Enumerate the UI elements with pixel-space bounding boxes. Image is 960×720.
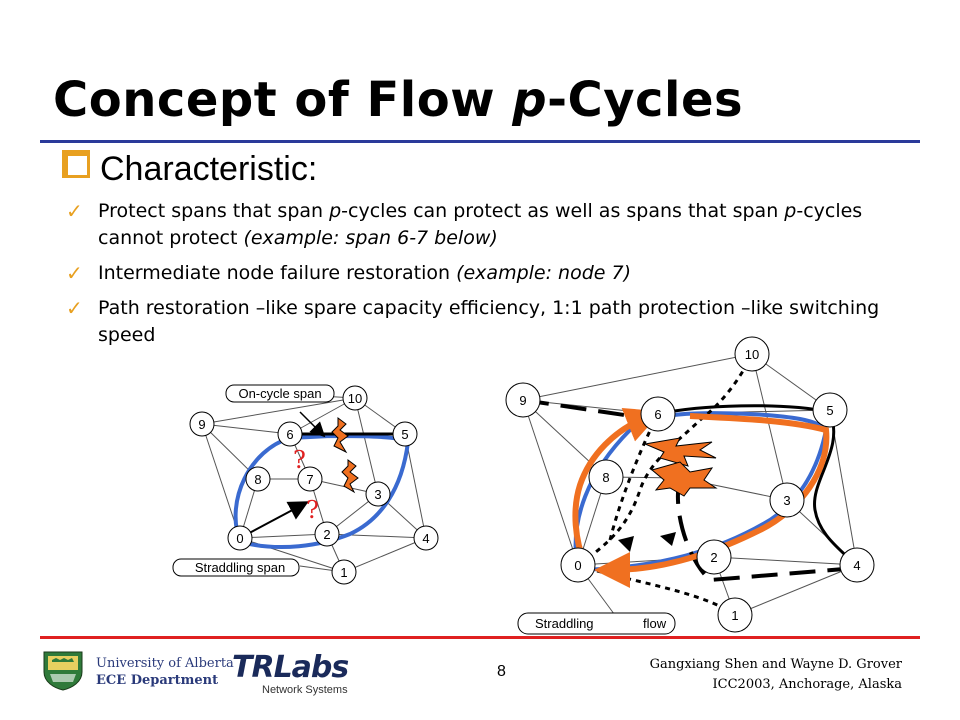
section-heading: Characteristic: xyxy=(62,150,317,189)
venue: ICC2003, Anchorage, Alaska xyxy=(712,677,902,692)
svg-text:6: 6 xyxy=(286,427,293,442)
on-cycle-label-box xyxy=(225,384,335,403)
node-10 xyxy=(734,336,770,372)
right-working-path xyxy=(657,404,859,569)
node-4 xyxy=(413,525,439,551)
footer-credits: Gangxiang Shen and Wayne D. Grover ICC20… xyxy=(650,655,902,695)
node-1 xyxy=(331,559,357,585)
node-8 xyxy=(245,466,271,492)
slide-title: Concept of Flow p-Cycles xyxy=(53,72,744,128)
straddling-span-label: Straddling span xyxy=(195,560,285,575)
svg-text:4: 4 xyxy=(853,558,860,573)
bullet-item: ✓ Path restoration –like spare capacity … xyxy=(66,296,880,346)
node-7 xyxy=(297,466,323,492)
svg-text:7: 7 xyxy=(306,472,313,487)
arrow-icon xyxy=(660,532,676,546)
left-network-diagram: ? ? 9 10 6 5 8 7 3 0 2 4 1 xyxy=(172,384,439,585)
university-name: University of Alberta xyxy=(96,656,234,671)
node-9 xyxy=(505,382,541,418)
footer-rule xyxy=(40,636,920,639)
trlabs-subtitle: Network Systems xyxy=(262,684,348,696)
bullet-item: ✓ Protect spans that span p-cycles can p… xyxy=(66,199,863,249)
restoration-flow-orange xyxy=(572,407,662,567)
failure-bolt-icon xyxy=(331,417,349,454)
trlabs-wordmark: TRLabs xyxy=(232,650,349,685)
node-3 xyxy=(365,481,391,507)
arrow-icon xyxy=(618,536,634,552)
svg-text:2: 2 xyxy=(710,550,717,565)
footer-institution: University of Alberta ECE Department xyxy=(96,655,234,689)
node-0 xyxy=(227,525,253,551)
svg-text:3: 3 xyxy=(374,487,381,502)
node-4 xyxy=(839,547,875,583)
on-cycle-label: On-cycle span xyxy=(238,386,321,401)
node-1 xyxy=(717,597,753,633)
restoration-flow-orange xyxy=(594,413,830,588)
node-3 xyxy=(769,482,805,518)
node-6 xyxy=(277,421,303,447)
svg-text:10: 10 xyxy=(745,347,759,362)
svg-text:9: 9 xyxy=(519,393,526,408)
failure-bolt-icon xyxy=(643,437,717,467)
restoration-flow-orange xyxy=(610,563,622,573)
bullet-item: ✓ Intermediate node failure restoration … xyxy=(66,261,632,285)
svg-text:2: 2 xyxy=(323,527,330,542)
node-5 xyxy=(812,392,848,428)
right-p-cycle xyxy=(573,411,829,573)
left-on-cycle-arrow xyxy=(299,411,326,438)
right-node-labels: 10 9 6 5 8 3 0 2 4 1 xyxy=(519,347,860,623)
svg-text:9: 9 xyxy=(198,417,205,432)
check-icon: ✓ xyxy=(66,296,83,320)
svg-text:4: 4 xyxy=(422,531,429,546)
failure-bolt-icon xyxy=(650,461,718,497)
check-icon: ✓ xyxy=(66,261,83,285)
bullet-list: ✓ Protect spans that span p-cycles can p… xyxy=(66,198,896,357)
failure-bolt-icon xyxy=(341,459,359,494)
node-0 xyxy=(560,547,596,583)
right-dashed-flow xyxy=(522,398,659,422)
straddling-flow-label: Straddling xyxy=(535,616,594,631)
flow-label: flow xyxy=(643,616,667,631)
svg-text:1: 1 xyxy=(731,608,738,623)
trlabs-logo: TRLabs Network Systems xyxy=(232,650,349,696)
node-5 xyxy=(392,421,418,447)
page-number: 8 xyxy=(497,663,506,680)
department-name: ECE Department xyxy=(96,673,219,688)
svg-text:8: 8 xyxy=(254,472,261,487)
authors: Gangxiang Shen and Wayne D. Grover xyxy=(649,657,902,672)
node-10 xyxy=(342,385,368,411)
check-icon: ✓ xyxy=(66,199,83,223)
right-dotted-flow xyxy=(577,563,736,617)
straddling-label-box xyxy=(172,558,300,577)
svg-text:1: 1 xyxy=(340,565,347,580)
node-2 xyxy=(696,539,732,575)
left-node-labels: 9 10 6 5 8 7 3 0 2 4 1 xyxy=(198,391,429,580)
left-nodes xyxy=(189,385,439,585)
right-nodes xyxy=(505,336,875,633)
svg-text:5: 5 xyxy=(401,427,408,442)
svg-text:0: 0 xyxy=(574,558,581,573)
question-mark: ? xyxy=(293,446,306,474)
node-9 xyxy=(189,411,215,437)
svg-text:6: 6 xyxy=(654,407,661,422)
svg-text:10: 10 xyxy=(348,391,362,406)
svg-text:5: 5 xyxy=(826,403,833,418)
svg-text:3: 3 xyxy=(783,493,790,508)
node-6 xyxy=(640,396,676,432)
checkbox-bullet-icon xyxy=(62,150,90,178)
right-network-diagram: 10 9 6 5 8 3 0 2 4 1 Straddling flow xyxy=(505,336,875,635)
node-8 xyxy=(588,459,624,495)
svg-text:8: 8 xyxy=(602,470,609,485)
question-mark: ? xyxy=(306,496,319,524)
straddling-flow-label-box xyxy=(517,612,676,635)
svg-text:0: 0 xyxy=(236,531,243,546)
university-crest-logo xyxy=(43,651,83,691)
title-rule xyxy=(40,140,920,143)
node-2 xyxy=(314,521,340,547)
